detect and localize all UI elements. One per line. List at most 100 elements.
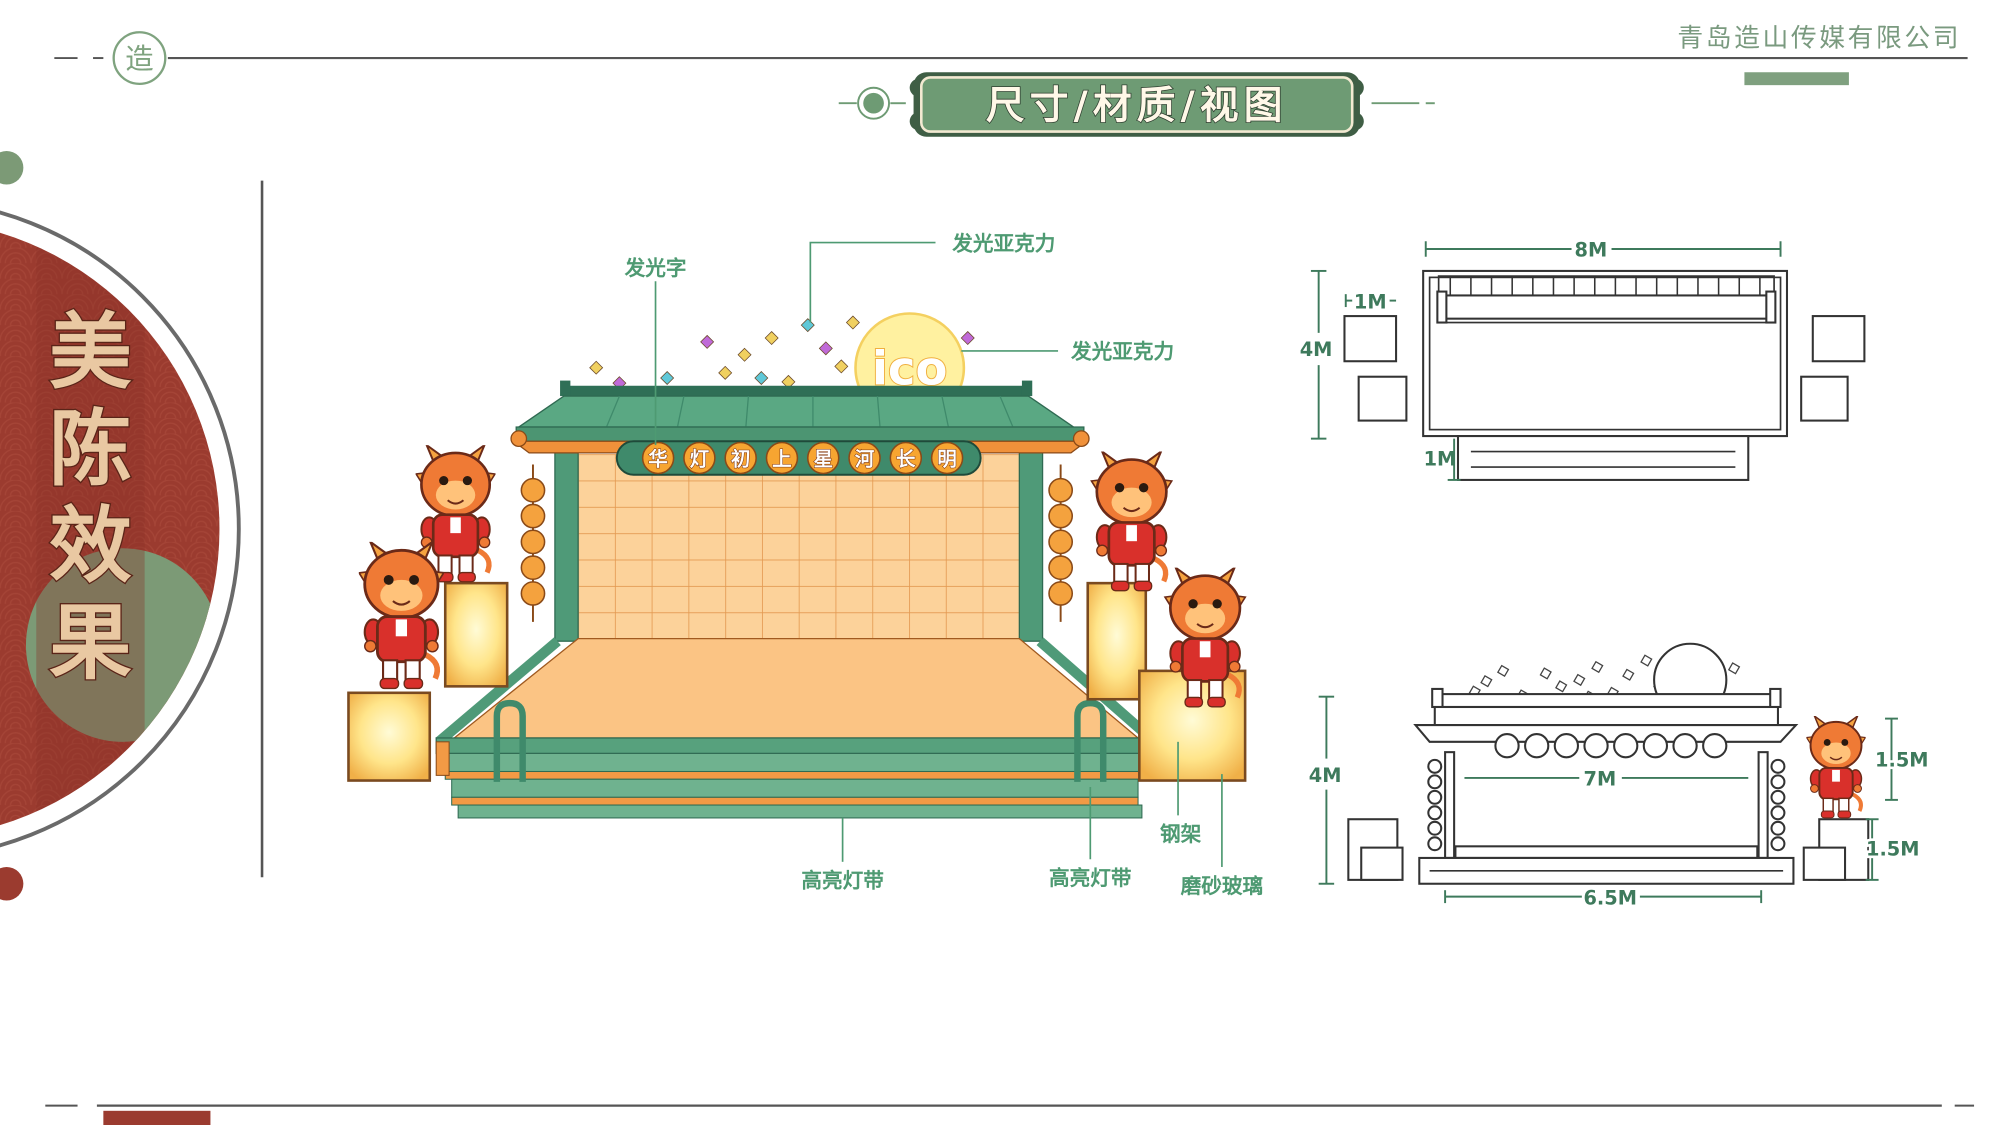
- footer: [45, 1104, 1975, 1125]
- front-box: [1360, 846, 1404, 881]
- banner-dot: [857, 86, 891, 120]
- front-confetti-piece: [1727, 662, 1741, 675]
- dimension-pedestal-height: 1.5M: [1863, 818, 1922, 881]
- sign-char: 明: [937, 448, 956, 471]
- confetti-piece: [834, 359, 849, 374]
- callout-acrylic-moon: 发光亚克力: [1070, 340, 1174, 364]
- handrail-left: [493, 699, 526, 782]
- light-box-right-back: [1086, 581, 1148, 701]
- dim-label: 8M: [1575, 239, 1608, 262]
- dim-label: 4M: [1309, 764, 1342, 787]
- confetti-piece: [737, 347, 752, 362]
- dimension-depth: 4M: [1300, 269, 1333, 440]
- dimension-mascot-height: 1.5M: [1872, 717, 1931, 801]
- side-title-char: 美: [49, 305, 132, 401]
- front-column-left: [1444, 751, 1456, 859]
- front-roof-ridge: [1437, 693, 1776, 709]
- dim-label: 7M: [1584, 768, 1617, 791]
- callout-led-strip-right: 高亮灯带: [1049, 866, 1132, 890]
- sign-char: 长: [896, 448, 916, 471]
- plan-box: [1343, 315, 1398, 363]
- confetti-piece: [660, 371, 675, 386]
- confetti-piece: [818, 341, 833, 356]
- front-confetti-piece: [1591, 660, 1604, 674]
- dimension-overall-width: 8M: [1424, 239, 1782, 262]
- plan-rafters: [1449, 276, 1761, 296]
- sign-char: 河: [855, 448, 875, 471]
- dim-label: 6.5M: [1583, 886, 1637, 909]
- logo-glyph: 造: [125, 42, 153, 75]
- stage-floor: [452, 637, 1140, 739]
- plan-step: [1456, 435, 1750, 481]
- side-title-char: 陈: [49, 401, 132, 497]
- confetti-piece: [845, 315, 860, 330]
- front-box: [1802, 846, 1847, 881]
- front-mascot: [1806, 716, 1866, 820]
- plan-sign-scroll: [1444, 294, 1769, 320]
- stage-front-edge: [435, 737, 1156, 755]
- front-steps: [1454, 845, 1759, 859]
- sign-char: 星: [814, 448, 833, 471]
- dim-label: 4M: [1300, 338, 1333, 361]
- section-title-banner: 尺寸/材质/视图: [838, 72, 1435, 137]
- front-confetti-piece: [1640, 654, 1653, 667]
- plan-box: [1811, 315, 1866, 363]
- section-title: 尺寸/材质/视图: [986, 84, 1288, 129]
- side-panel-dot-top: [0, 150, 24, 185]
- plan-view: 8M 4M 1M 1M: [1300, 239, 1866, 481]
- left-column: [554, 450, 579, 642]
- footer-accent-bar: [103, 1110, 211, 1125]
- front-confetti-piece: [1555, 680, 1568, 693]
- dimension-span: 7M: [1464, 768, 1749, 791]
- front-confetti-piece: [1539, 667, 1552, 680]
- front-confetti-piece: [1480, 675, 1493, 688]
- dim-label: 1M: [1354, 290, 1387, 313]
- company-logo: 造: [112, 31, 167, 86]
- side-panel-ring: [0, 210, 241, 848]
- sign-char: 上: [772, 448, 791, 471]
- front-roof: [1433, 705, 1779, 727]
- sign-char: 初: [731, 448, 750, 471]
- side-panel: 美 陈 效 果: [0, 150, 264, 901]
- confetti-piece: [800, 318, 815, 333]
- front-confetti-piece: [1496, 664, 1510, 678]
- plan-box: [1800, 375, 1849, 422]
- dimension-step-depth: 1M: [1424, 438, 1461, 481]
- luminous-sign: 华 灯 初 上 星 河 长 明: [615, 440, 982, 476]
- callouts: 发光字 发光亚克力 发光亚克力 钢架 高亮灯带 高亮灯带 磨砂玻璃: [624, 231, 1264, 897]
- light-box-left-front: [347, 691, 432, 782]
- confetti-piece: [589, 360, 604, 375]
- sign-char: 灯: [690, 448, 709, 471]
- side-title: 美 陈 效 果: [48, 303, 134, 692]
- lantern-left: [520, 464, 546, 622]
- sign-char: 华: [648, 448, 667, 471]
- stage-steps: [444, 752, 1143, 819]
- dim-label: 1M: [1424, 448, 1457, 471]
- plan-box: [1357, 375, 1408, 422]
- front-confetti-piece: [1622, 668, 1635, 681]
- confetti-piece: [754, 371, 769, 386]
- confetti-piece: [764, 331, 779, 346]
- callout-acrylic-top: 发光亚克力: [951, 231, 1055, 255]
- light-box-left-back: [443, 581, 509, 688]
- front-column-right: [1757, 751, 1769, 859]
- side-title-char: 效: [49, 498, 132, 594]
- mascot-shouting: [1091, 452, 1171, 591]
- side-title-char: 果: [49, 595, 132, 691]
- lantern-right: [1048, 464, 1074, 622]
- side-panel-green-disc: [25, 548, 220, 742]
- callout-steel-frame: 钢架: [1160, 822, 1202, 846]
- front-confetti-piece: [1573, 673, 1586, 687]
- callout-frosted-glass: 磨砂玻璃: [1181, 874, 1264, 898]
- stage-illustration: ico: [347, 312, 1245, 819]
- confetti-piece: [700, 334, 715, 349]
- callout-luminous-text: 发光字: [624, 256, 687, 280]
- callout-led-strip-left: 高亮灯带: [801, 869, 884, 893]
- front-sign-row: [1494, 733, 1728, 759]
- header: 造 青岛造山传媒有限公司: [54, 23, 1968, 86]
- dimension-base-width: 6.5M: [1444, 886, 1763, 909]
- dimension-height: 4M: [1309, 695, 1342, 885]
- header-accent-bar: [1744, 72, 1849, 86]
- front-lanterns: [1427, 758, 1786, 852]
